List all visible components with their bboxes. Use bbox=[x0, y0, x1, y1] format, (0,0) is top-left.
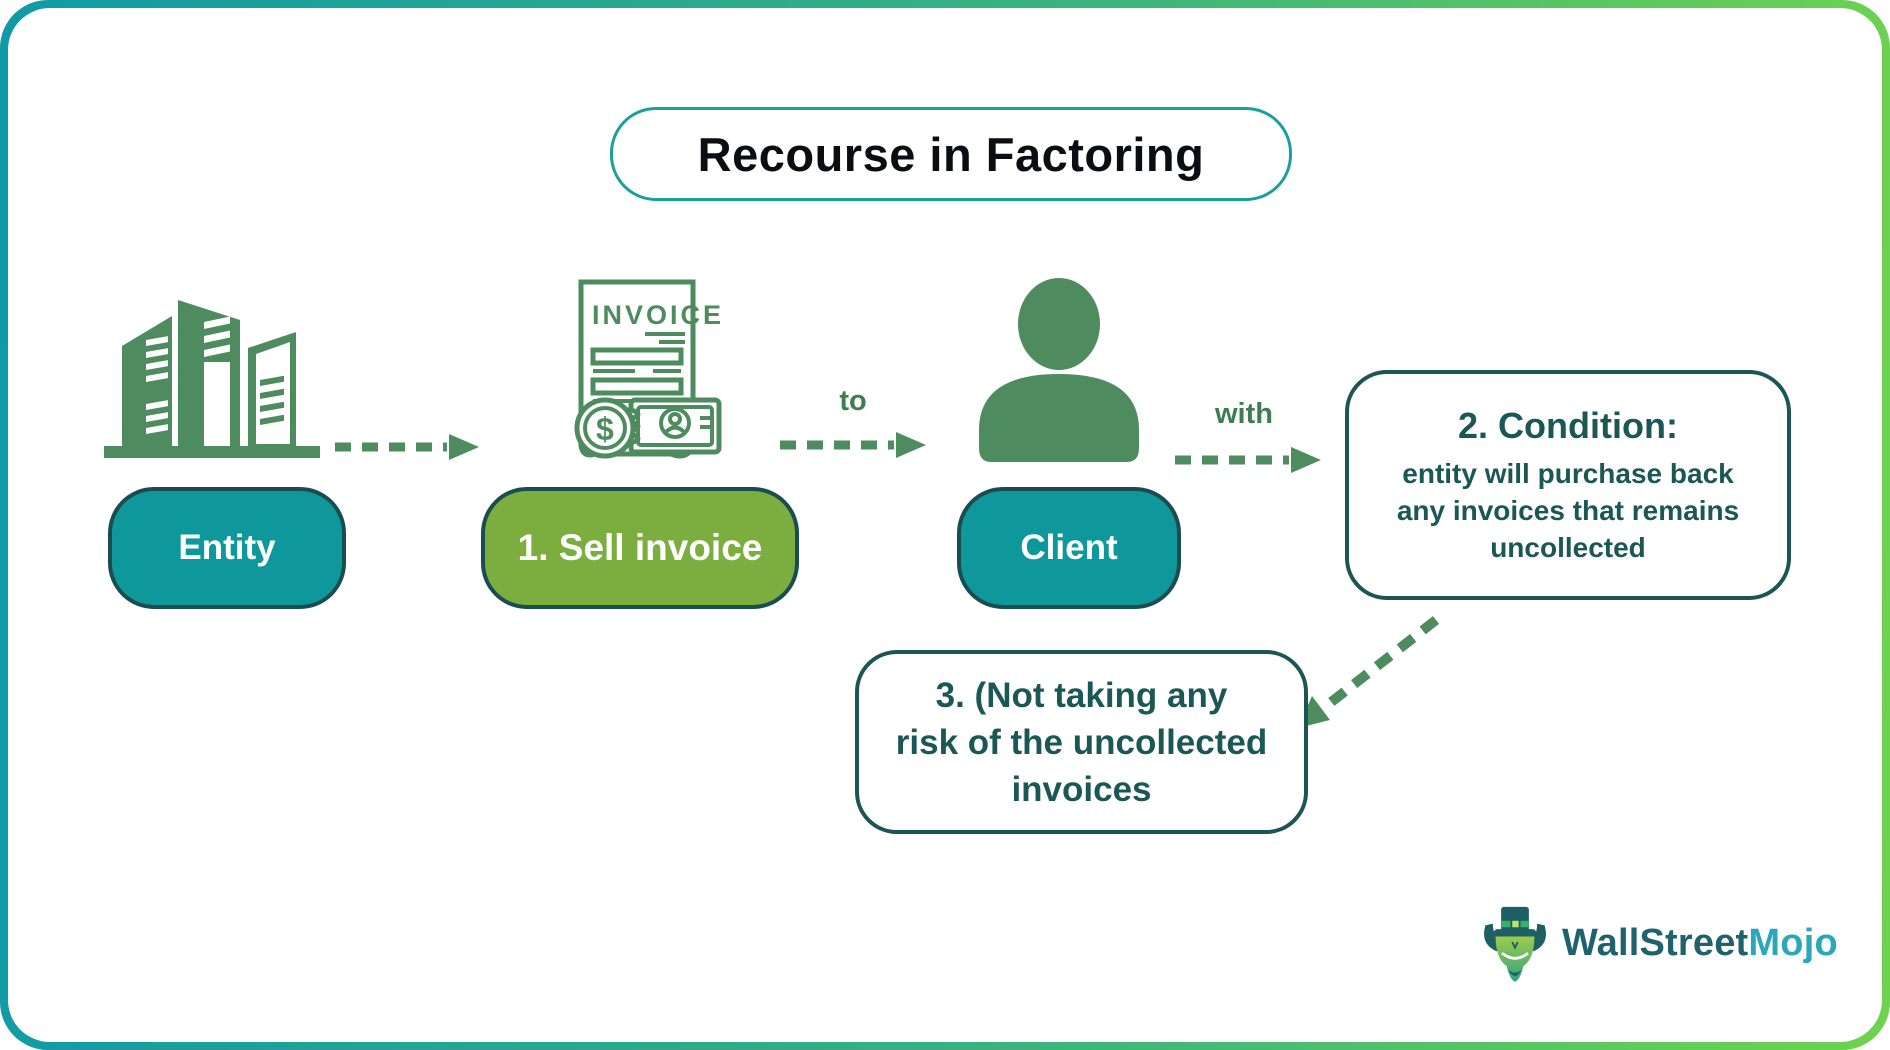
invoice-icon: INVOICE bbox=[574, 279, 724, 459]
diagram-title-box: Recourse in Factoring bbox=[610, 107, 1292, 201]
wallstreetmojo-logo: WallStreetMojo bbox=[1478, 901, 1838, 985]
condition-line-2: any invoices that remains bbox=[1396, 494, 1740, 526]
to-label: to bbox=[839, 385, 867, 417]
entity-label: Entity bbox=[178, 528, 276, 567]
client-person-icon bbox=[979, 278, 1139, 462]
risk-box: 3. (Not taking any risk of the uncollect… bbox=[855, 650, 1308, 834]
wallstreetmojo-bull-icon bbox=[1484, 906, 1546, 982]
coin-dollar-glyph: $ bbox=[596, 411, 614, 447]
wallstreetmojo-wordmark: WallStreetMojo bbox=[1562, 922, 1838, 965]
logo-text-wallstreet: WallStreet bbox=[1562, 921, 1749, 964]
page-title: Recourse in Factoring bbox=[697, 127, 1205, 181]
client-label: Client bbox=[1020, 528, 1118, 567]
risk-line-2: risk of the uncollected bbox=[895, 722, 1268, 762]
with-label: with bbox=[1215, 398, 1273, 430]
condition-line-1: entity will purchase back bbox=[1402, 457, 1734, 489]
sell-invoice-label: 1. Sell invoice bbox=[517, 527, 763, 568]
arrow-client-to-condition bbox=[1175, 447, 1321, 473]
risk-line-3: invoices bbox=[1011, 769, 1152, 809]
entity-node: Entity bbox=[108, 487, 346, 609]
condition-box: 2. Condition: entity will purchase back … bbox=[1345, 370, 1791, 600]
sell-invoice-node: 1. Sell invoice bbox=[481, 487, 799, 609]
arrow-entity-to-invoice bbox=[335, 434, 479, 460]
arrow-invoice-to-client bbox=[780, 432, 926, 458]
condition-line-3: uncollected bbox=[1490, 531, 1646, 563]
logo-text-mojo: Mojo bbox=[1748, 921, 1838, 964]
arrow-condition-to-risk bbox=[1298, 616, 1440, 728]
risk-line-1: 3. (Not taking any bbox=[935, 675, 1228, 715]
condition-heading: 2. Condition: bbox=[1458, 404, 1678, 446]
invoice-icon-label: INVOICE bbox=[592, 300, 724, 330]
buildings-icon bbox=[104, 300, 320, 458]
client-node: Client bbox=[957, 487, 1181, 609]
